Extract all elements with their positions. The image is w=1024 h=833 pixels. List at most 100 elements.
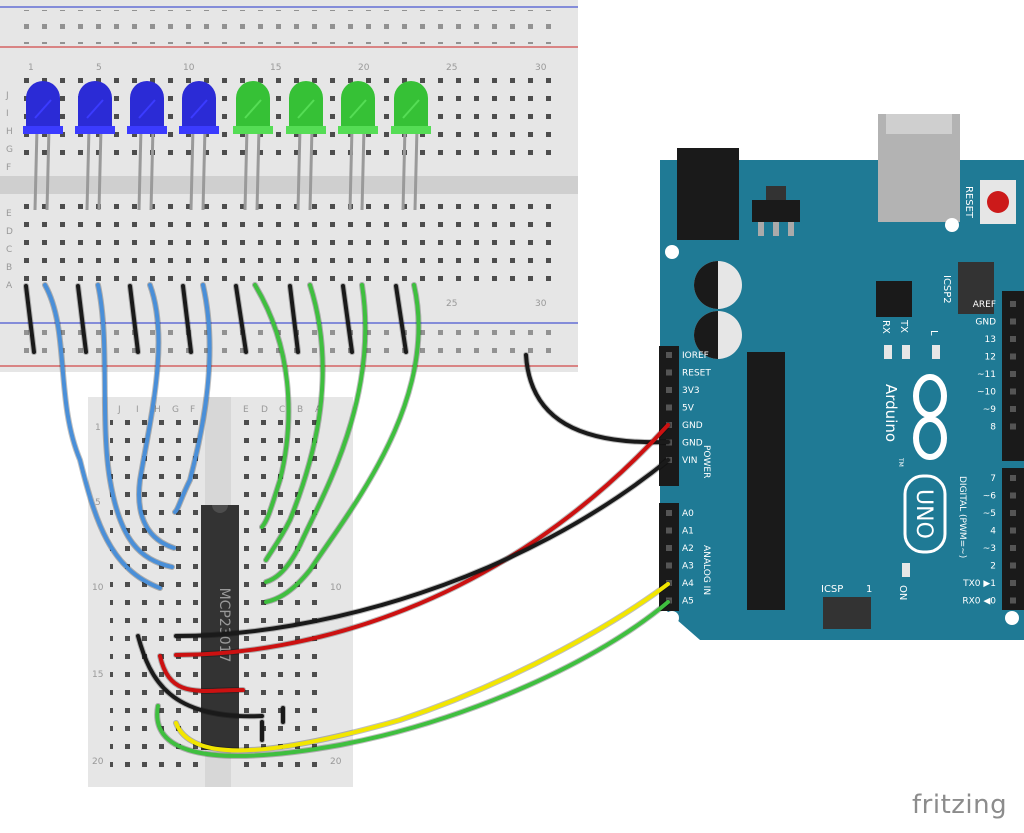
led-blue (179, 81, 219, 211)
led-blue (75, 81, 115, 211)
digital-pin-label: ~11 (977, 370, 996, 380)
power-pin-label: IOREF (682, 351, 709, 361)
gnd-wire-rail[interactable] (524, 353, 670, 445)
jumper-wire-black[interactable] (288, 284, 300, 354)
header-pin[interactable] (1010, 562, 1016, 569)
led-green (286, 81, 326, 211)
header-pin[interactable] (1010, 492, 1016, 499)
row-label-a: A (6, 281, 13, 291)
header-pin[interactable] (1010, 353, 1016, 360)
analog-pin-label: A4 (682, 579, 694, 589)
header-pin[interactable] (1010, 318, 1016, 325)
power-pin-label: GND (682, 439, 703, 449)
jumper-wire-black[interactable] (394, 284, 408, 354)
row-label-h: H (6, 127, 13, 137)
header-pin[interactable] (666, 527, 672, 534)
analog-pin-label: A3 (682, 562, 694, 572)
chip-label: MCP23017 (216, 588, 232, 663)
power-pin-label: 5V (682, 404, 695, 414)
header-pin[interactable] (666, 404, 672, 411)
header-pin[interactable] (666, 369, 672, 376)
arduino-uno: RESET ICSP2 RX TX L ON Arduino TM UNO IC… (659, 114, 1024, 640)
row-label-f: F (6, 163, 11, 173)
icsp-label: ICSP (821, 584, 843, 595)
header-pin[interactable] (1010, 580, 1016, 586)
black-gnd-wire[interactable] (174, 458, 670, 638)
red-5v-wire[interactable] (174, 423, 670, 657)
analog-header (659, 503, 679, 611)
header-pin[interactable] (666, 562, 672, 569)
header-pin[interactable] (1010, 545, 1016, 551)
led-green (338, 81, 378, 211)
col-label-25: 25 (446, 63, 457, 73)
sb-row-g: G (172, 405, 179, 415)
jumper-wire-black[interactable] (341, 284, 354, 354)
analog-pin-label: A5 (682, 597, 694, 607)
jumper-wire-black[interactable] (24, 284, 36, 354)
sb-col-10-right: 10 (330, 583, 342, 593)
col-label-30: 30 (535, 63, 547, 73)
header-pin[interactable] (1010, 510, 1016, 516)
blue-wire-1[interactable] (43, 283, 162, 590)
blue-wire-4[interactable] (173, 283, 212, 514)
yellow-sda-wire[interactable] (174, 582, 670, 753)
power-header-label: POWER (701, 445, 711, 478)
header-pin[interactable] (1010, 475, 1016, 481)
header-pin[interactable] (666, 545, 672, 551)
header-pin[interactable] (1010, 301, 1016, 307)
jumper-wire-black[interactable] (181, 284, 193, 354)
row-label-j: J (5, 91, 9, 101)
fritzing-brand: fritzing (912, 790, 1008, 820)
chip-5v-jumper[interactable] (158, 654, 245, 693)
green-wire-3[interactable] (264, 283, 368, 584)
header-pin[interactable] (1010, 371, 1016, 377)
sb-col-1: 1 (95, 423, 101, 433)
green-wire-2[interactable] (264, 283, 325, 562)
digital-pin-label: ~10 (977, 388, 996, 398)
green-wire-4[interactable] (264, 283, 421, 604)
reset-label: RESET (963, 186, 974, 219)
reset-button-cap[interactable] (987, 191, 1009, 213)
chip-gnd-jumper[interactable] (136, 634, 264, 719)
row-label-c: C (6, 245, 12, 255)
col-label-1: 1 (28, 63, 34, 73)
analog-pin-label: A1 (682, 527, 694, 537)
header-pin[interactable] (1010, 406, 1016, 412)
arduino-tm: TM (897, 457, 904, 467)
atmega-mcu (747, 352, 785, 610)
blue-wire-3[interactable] (137, 283, 176, 550)
green-scl-wire[interactable] (155, 600, 670, 758)
digital-pin-label: 12 (985, 353, 996, 363)
analog-pin-label: A2 (682, 544, 694, 554)
header-pin[interactable] (1010, 388, 1016, 395)
header-pin[interactable] (1010, 336, 1016, 342)
blue-wire-2[interactable] (96, 283, 174, 569)
led-blue (127, 81, 167, 211)
power-header (659, 346, 679, 486)
header-pin[interactable] (1010, 527, 1016, 534)
header-pin[interactable] (666, 352, 672, 358)
digital-pin-label: TX0 ▶1 (962, 579, 996, 589)
led-row (23, 81, 431, 211)
uno-label: UNO (911, 489, 936, 539)
digital-pin-label: ~9 (983, 405, 997, 415)
jumper-wire-black[interactable] (128, 284, 140, 354)
uno-badge (903, 474, 947, 554)
power-pin-label: VIN (682, 456, 698, 466)
arduino-name: Arduino (882, 384, 900, 442)
header-pin[interactable] (666, 510, 672, 516)
header-pin[interactable] (666, 387, 672, 393)
green-wire-1[interactable] (253, 283, 291, 529)
jumper-wire-black[interactable] (76, 284, 88, 354)
sb-col-20-right: 20 (330, 757, 342, 767)
sb-row-j: J (117, 405, 121, 415)
led-green (391, 81, 431, 211)
header-pin[interactable] (1010, 597, 1016, 604)
jumper-wire-black[interactable] (234, 284, 248, 354)
header-pin[interactable] (1010, 423, 1016, 430)
rx-label: RX (880, 320, 891, 334)
digital-pin-label: ~6 (983, 492, 997, 502)
sb-row-f: F (190, 405, 195, 415)
icsp2-label: ICSP2 (941, 275, 952, 304)
icsp2-header (958, 262, 994, 314)
